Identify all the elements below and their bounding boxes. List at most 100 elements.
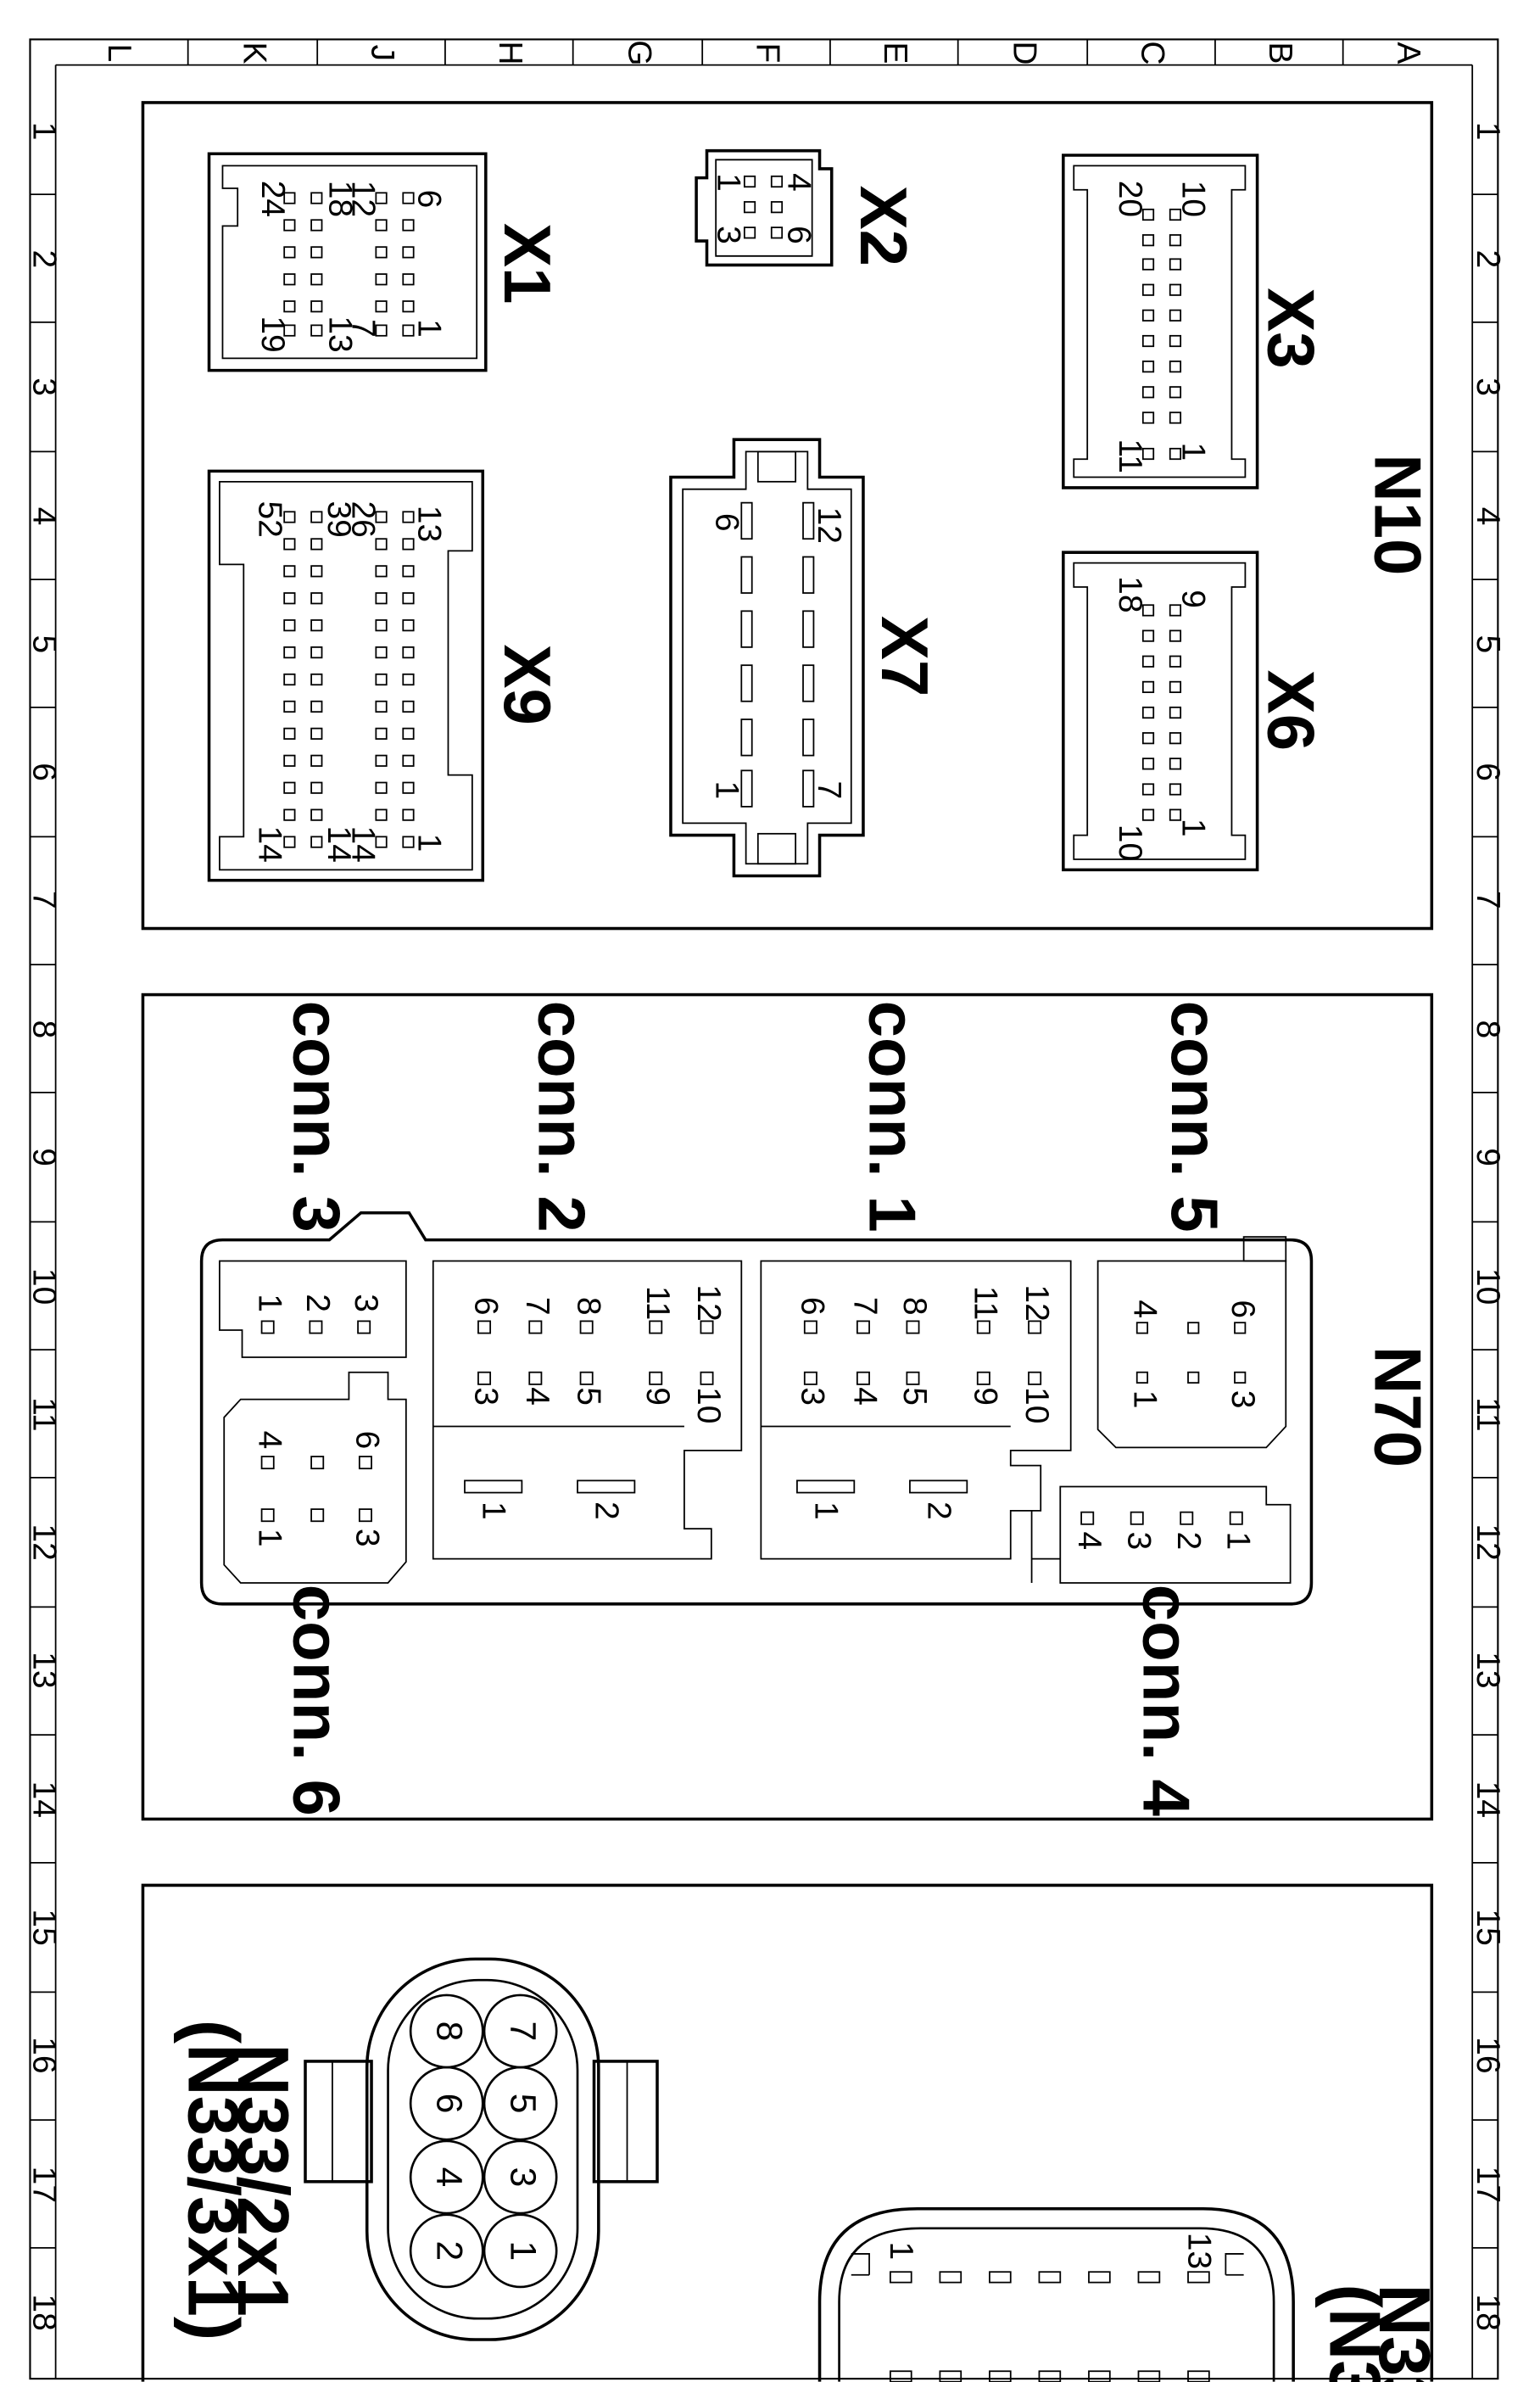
pin-label: 6: [410, 190, 447, 209]
pin-label: 3: [502, 2167, 543, 2188]
pin-label: 14: [321, 826, 357, 863]
row-number-right: 16: [1470, 2037, 1506, 2073]
pin-label: 13: [410, 506, 447, 542]
column-letter: E: [877, 42, 913, 64]
x6-pin-grid: [1141, 604, 1182, 821]
pin-label: 4: [251, 1431, 287, 1450]
row-number-right: 13: [1470, 1652, 1506, 1688]
row-number-left: 13: [25, 1652, 62, 1688]
pin-label: 8: [570, 1297, 606, 1316]
connector-conn-1: 12 11 8 7 6 10 9 5 4 3 1 2 conn. 1: [760, 1001, 1072, 1560]
pin-label: 10: [1018, 1387, 1055, 1423]
pin-label: 13: [1180, 2233, 1217, 2269]
column-letter: D: [1007, 41, 1043, 64]
row-number-left: 1: [25, 122, 62, 141]
pin-label: 1: [410, 319, 447, 338]
pin-label: 19: [254, 316, 291, 352]
connector-label: conn. 5: [1158, 1001, 1232, 1233]
connector-n33-2x1: 7 8 5 6 3 4 1 2 N33/2x1 (N33/3x1): [172, 1957, 659, 2341]
pin-label: 18: [1112, 576, 1148, 612]
row-number-right: 6: [1470, 763, 1506, 781]
pin-label: 39: [321, 500, 357, 537]
row-number-left: 5: [25, 635, 62, 654]
pin-label: 11: [639, 1286, 676, 1321]
pin-label: 12: [811, 507, 847, 544]
pin-label: 2: [589, 1501, 625, 1520]
column-letter: K: [237, 42, 273, 64]
connector-x1: 24 18 12 6 19 13 7 1 X1: [207, 152, 565, 372]
connector-label: X6: [1254, 670, 1329, 751]
row-number-right: 10: [1470, 1268, 1506, 1305]
panel-n70: N70 6 4 1 3 conn. 5 1 2: [141, 992, 1436, 1821]
connector-label: X1: [490, 223, 565, 304]
connector-label: X9: [490, 645, 565, 725]
pin-label: 7: [502, 2021, 543, 2042]
connector-label: conn. 4: [1129, 1585, 1203, 1816]
connector-x7: 6 12 1 7 X7: [669, 438, 942, 878]
pin-label: 1: [1175, 443, 1211, 461]
row-number-right: 8: [1470, 1020, 1506, 1039]
sheet-frame: [29, 38, 1499, 2380]
connector-label: conn. 6: [279, 1585, 354, 1816]
column-letter: L: [101, 44, 137, 63]
pin-label: 3: [1120, 1531, 1157, 1550]
pin-label: 7: [344, 319, 381, 338]
pin-label: 1: [410, 834, 447, 853]
column-letter: C: [1134, 41, 1170, 64]
connector-x2: 1 4 3 6 X2: [695, 148, 921, 267]
pin-label: 13: [322, 316, 359, 352]
row-number-right: 18: [1470, 2294, 1506, 2330]
pin-label: 18: [322, 181, 359, 217]
panel-n10: N10 24 18 12 6 19: [141, 101, 1436, 931]
pin-label: 7: [519, 1297, 555, 1316]
column-letters: L K J H G F E D C B A: [101, 40, 1426, 65]
pin-label: 3: [348, 1294, 384, 1312]
connector-label: conn. 1: [856, 1001, 930, 1233]
pin-label: 9: [639, 1387, 676, 1406]
row-number-left: 9: [25, 1148, 62, 1166]
connector-label: conn. 2: [525, 1001, 600, 1233]
pin-label: 1: [476, 1501, 512, 1520]
pin-label: 6: [781, 226, 817, 244]
connector-label: X7: [868, 616, 942, 696]
pin-label: 14: [344, 826, 381, 863]
column-grid-lines: [187, 39, 1344, 65]
row-number-right: 7: [1470, 891, 1506, 909]
pin-label: 2: [299, 1294, 336, 1312]
row-number-left: 12: [25, 1524, 62, 1560]
connector-x3: 20 10 11 1 X3: [1062, 154, 1329, 489]
pin-label: 6: [795, 1297, 831, 1316]
pin-label: 20: [1112, 181, 1148, 217]
pin-label: 1: [883, 2242, 919, 2261]
connector-conn-4: 1 2 3 4 conn. 4: [1030, 1485, 1292, 1816]
pin-label: 4: [1071, 1531, 1108, 1550]
pin-label: 5: [502, 2094, 543, 2114]
row-number-left: 10: [25, 1268, 62, 1305]
row-number-left: 6: [25, 763, 62, 781]
row-grid-lines: [30, 193, 1498, 2249]
column-letter: B: [1262, 42, 1298, 64]
pin-label: 10: [1112, 825, 1148, 861]
pin-label: 4: [519, 1387, 555, 1406]
pin-label: 1: [808, 1501, 845, 1520]
column-letter: J: [364, 45, 400, 61]
pin-label: 4: [428, 2167, 469, 2188]
pin-label: 6: [1225, 1300, 1261, 1318]
pin-label: 6: [708, 513, 745, 532]
pin-label: 9: [1175, 590, 1211, 608]
n70-housing: [199, 1211, 1314, 1606]
connector-x6: 18 9 10 1 X6: [1062, 551, 1329, 872]
pin-label: 7: [847, 1297, 884, 1316]
pin-label: 6: [428, 2094, 469, 2114]
panel-title-n70: N70: [1361, 1346, 1436, 1468]
row-number-right: 4: [1470, 507, 1506, 526]
row-number-right: 15: [1470, 1909, 1506, 1945]
column-letter: F: [749, 42, 785, 63]
row-numbers: 1 1 2 2 3 3 4 4 5 5 6 6 7 7 8 8 9 9 10 1…: [25, 122, 1506, 2331]
column-letter: A: [1390, 42, 1426, 64]
pin-label: 8: [428, 2021, 469, 2042]
pin-label: 3: [795, 1387, 831, 1406]
pin-label: 10: [1175, 181, 1211, 217]
pin-label: 11: [968, 1286, 1004, 1321]
